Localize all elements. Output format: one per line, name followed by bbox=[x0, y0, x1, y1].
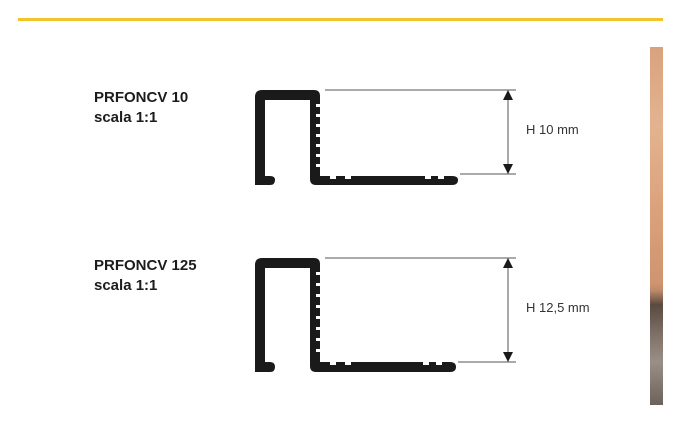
dimension-arrow-up bbox=[503, 258, 513, 268]
dimension-arrow-down bbox=[503, 164, 513, 174]
profile-serrations bbox=[316, 104, 444, 179]
profile-label-prfoncv-125: PRFONCV 125 scala 1:1 bbox=[94, 256, 197, 296]
dimension-arrow-up bbox=[503, 90, 513, 100]
profile-scale: scala 1:1 bbox=[94, 109, 158, 126]
profile-section-prfoncv-125 bbox=[255, 257, 516, 372]
profile-shape bbox=[255, 258, 456, 372]
profile-section-prfoncv-10 bbox=[255, 89, 516, 185]
profile-name: PRFONCV 10 bbox=[94, 89, 189, 106]
profile-shape bbox=[255, 90, 458, 185]
height-label-prfoncv-10: H 10 mm bbox=[526, 122, 579, 137]
profile-serrations bbox=[316, 272, 442, 365]
tile-photo bbox=[650, 47, 663, 405]
profile-label-prfoncv-10: PRFONCV 10 scala 1:1 bbox=[94, 88, 188, 128]
profile-scale: scala 1:1 bbox=[94, 277, 158, 294]
dimension-arrow-down bbox=[503, 352, 513, 362]
height-label-prfoncv-125: H 12,5 mm bbox=[526, 300, 590, 315]
profile-name: PRFONCV 125 bbox=[94, 257, 197, 274]
top-accent-rule bbox=[18, 18, 663, 21]
